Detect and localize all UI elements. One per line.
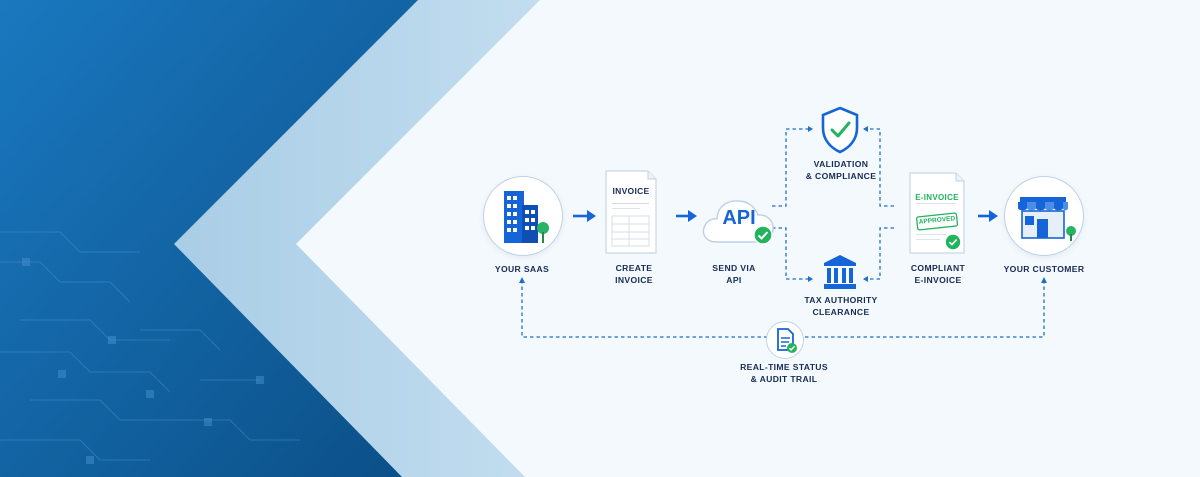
arrow-head-1 [587, 210, 596, 222]
send-via-api-label-line2: API [726, 274, 742, 285]
tax-authority-label: TAX AUTHORITY CLEARANCE [781, 295, 901, 318]
dashed-api-to-validation [772, 128, 808, 207]
arrow-head-3 [989, 210, 998, 222]
arrow-head-2 [688, 210, 697, 222]
check-badge-icon [753, 225, 773, 245]
tax-authority-label-line2: CLEARANCE [812, 306, 870, 317]
api-cloud-text: API [722, 207, 756, 229]
approved-document-icon: E-INVOICE APPROVED [909, 172, 965, 254]
your-saas-label: YOUR SAAS [494, 264, 550, 274]
circuit-nodes [22, 258, 264, 464]
status-document-icon [777, 328, 797, 353]
api-cloud-icon: API [700, 190, 780, 248]
validation-label: VALIDATION & COMPLIANCE [781, 159, 901, 182]
shield-check-icon [820, 106, 860, 154]
tax-authority-label-line1: TAX AUTHORITY [804, 295, 878, 305]
invoice-document-icon: INVOICE [605, 170, 657, 254]
dashed-einvoice-to-validation [868, 128, 894, 207]
validation-label-line1: VALIDATION [813, 159, 869, 169]
create-invoice-label-line1: CREATE [615, 263, 653, 273]
customer-circle [1004, 176, 1084, 256]
building-icon [504, 191, 549, 243]
dashed-saas-to-status [521, 280, 768, 338]
saas-circle [483, 176, 563, 256]
send-via-api-label-line1: SEND VIA [712, 263, 756, 273]
send-via-api-label: SEND VIA API [674, 263, 794, 286]
dashed-einvoice-to-tax [868, 227, 894, 280]
bank-icon [822, 253, 858, 291]
dashed-customer-to-status [804, 280, 1045, 338]
circuit-pattern [0, 231, 300, 461]
create-invoice-label: CREATE INVOICE [574, 263, 694, 286]
your-customer-label: YOUR CUSTOMER [1003, 264, 1085, 274]
status-label-line2: & AUDIT TRAIL [750, 373, 818, 384]
dashed-api-to-tax [772, 227, 808, 280]
compliant-einvoice-label-line2: E-INVOICE [914, 274, 962, 285]
status-circle [766, 321, 804, 359]
check-badge-icon [945, 234, 961, 250]
chevron-dark-shape [0, 0, 418, 477]
storefront-icon [1018, 197, 1076, 241]
create-invoice-label-line2: INVOICE [615, 274, 653, 285]
invoice-doc-title: INVOICE [612, 186, 650, 196]
status-label: REAL-TIME STATUS & AUDIT TRAIL [724, 362, 844, 385]
einvoice-doc-title: E-INVOICE [915, 193, 959, 202]
status-label-line1: REAL-TIME STATUS [740, 362, 828, 372]
compliant-einvoice-label: COMPLIANT E-INVOICE [878, 263, 998, 286]
compliant-einvoice-label-line1: COMPLIANT [910, 263, 966, 273]
validation-label-line2: & COMPLIANCE [805, 170, 877, 181]
